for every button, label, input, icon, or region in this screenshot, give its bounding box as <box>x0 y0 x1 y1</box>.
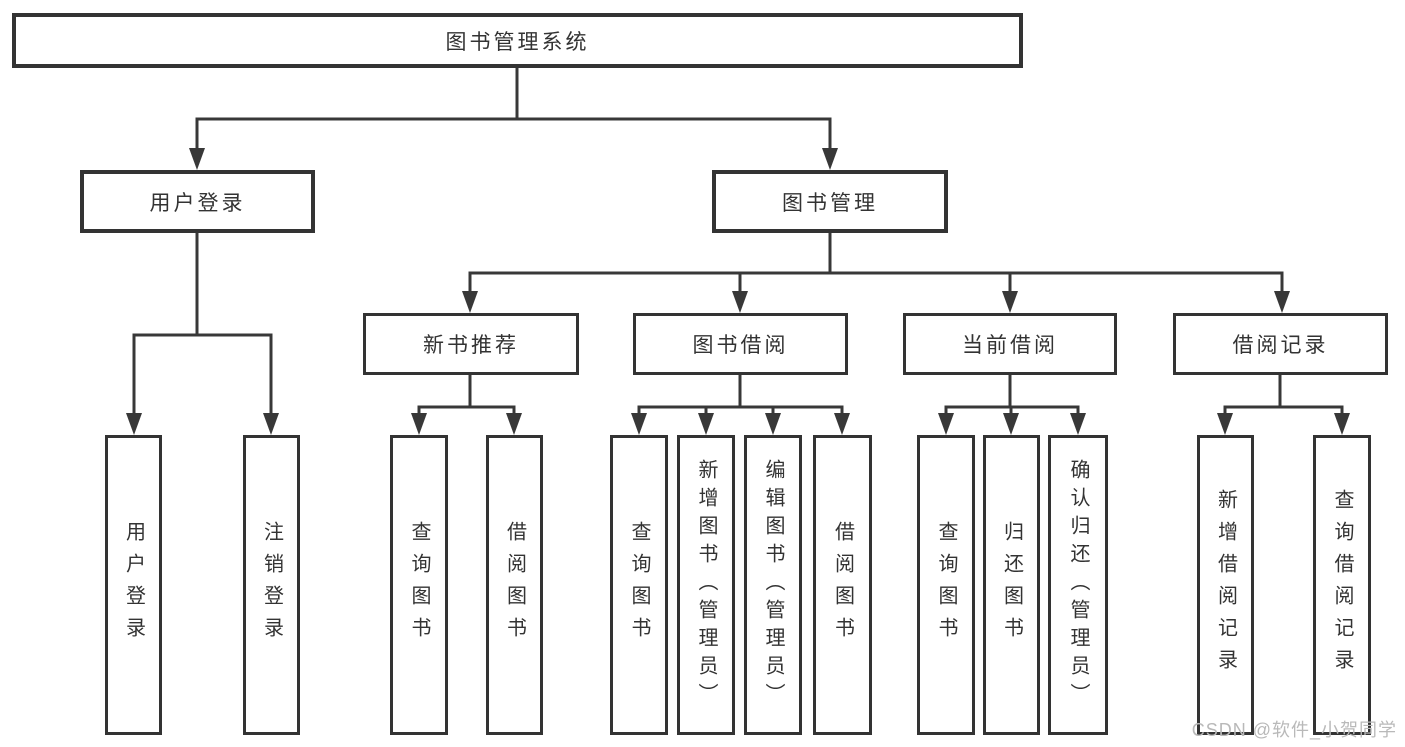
leaf-add-book-admin: 新增图书（管理员） <box>677 435 735 735</box>
leaf-query-books-borrow: 查询图书 <box>610 435 668 735</box>
leaf-edit-book-admin: 编辑图书（管理员） <box>744 435 802 735</box>
leaf-query-borrow-record: 查询借阅记录 <box>1313 435 1371 735</box>
node-new-book-recommend-label: 新书推荐 <box>423 334 519 357</box>
leaf-query-books-current: 查询图书 <box>917 435 975 735</box>
leaf-borrow-books: 借阅图书 <box>813 435 872 735</box>
arrowheads <box>126 148 1350 435</box>
leaf-logout: 注销登录 <box>243 435 300 735</box>
node-borrow-records: 借阅记录 <box>1173 313 1388 375</box>
node-borrow-records-label: 借阅记录 <box>1232 334 1329 357</box>
node-book-management-label: 图书管理 <box>782 191 878 215</box>
leaf-confirm-return-admin: 确认归还（管理员） <box>1048 435 1108 735</box>
node-root-system: 图书管理系统 <box>12 13 1023 68</box>
node-book-borrow-label: 图书借阅 <box>692 334 789 357</box>
node-current-borrow-label: 当前借阅 <box>962 334 1058 357</box>
csdn-watermark: CSDN @软件_小贺同学 <box>1191 720 1397 740</box>
node-user-login-branch-label: 用户登录 <box>149 191 246 215</box>
leaf-return-book: 归还图书 <box>983 435 1040 735</box>
node-current-borrow: 当前借阅 <box>903 313 1117 375</box>
node-new-book-recommend: 新书推荐 <box>363 313 579 375</box>
leaf-borrow-books-recommend: 借阅图书 <box>486 435 543 735</box>
node-root-label: 图书管理系统 <box>445 30 590 54</box>
leaf-add-borrow-record: 新增借阅记录 <box>1197 435 1254 735</box>
node-book-management-branch: 图书管理 <box>712 170 948 233</box>
node-book-borrow: 图书借阅 <box>633 313 848 375</box>
node-user-login-branch: 用户登录 <box>80 170 315 233</box>
leaf-query-books-recommend: 查询图书 <box>390 435 448 735</box>
leaf-user-login: 用户登录 <box>105 435 162 735</box>
